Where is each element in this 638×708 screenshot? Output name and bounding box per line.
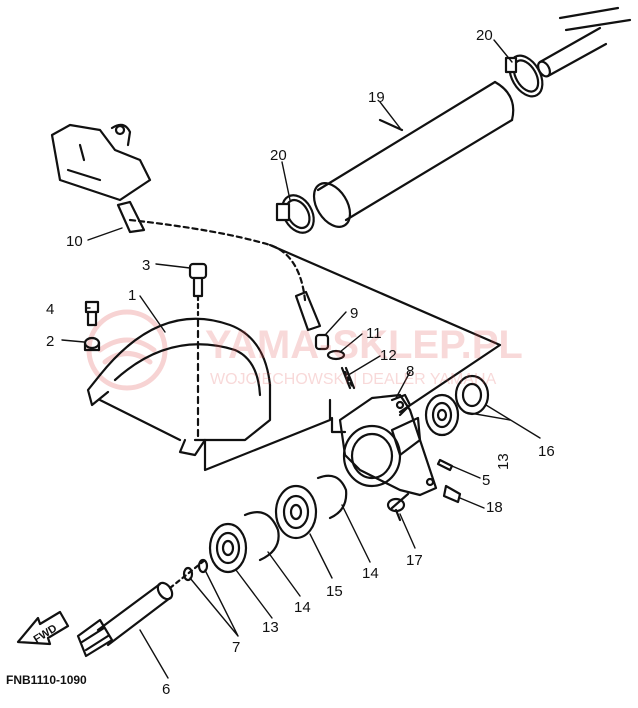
fwd-label: FWD bbox=[32, 622, 60, 645]
mount-bracket bbox=[50, 123, 152, 202]
watermark-logo bbox=[86, 309, 168, 391]
callout-6: 6 bbox=[162, 681, 170, 698]
callout-17: 17 bbox=[406, 552, 423, 569]
bearing-housing-cover bbox=[86, 317, 272, 457]
callout-20-top: 20 bbox=[476, 27, 493, 44]
leader-lines bbox=[61, 39, 541, 679]
callout-8: 8 bbox=[406, 363, 414, 380]
grease-nipple bbox=[188, 262, 208, 317]
bracket-line bbox=[203, 398, 332, 472]
callout-12: 12 bbox=[380, 347, 397, 364]
fwd-arrow-icon bbox=[16, 610, 70, 646]
callout-15: 15 bbox=[326, 583, 343, 600]
callout-5: 5 bbox=[482, 472, 490, 489]
hose-clamp-middle bbox=[275, 194, 315, 234]
hose-end bbox=[294, 290, 322, 332]
callout-2: 2 bbox=[46, 333, 54, 350]
drive-shaft-end bbox=[537, 6, 632, 78]
callout-3: 3 bbox=[142, 257, 150, 274]
hose-clamp-top bbox=[504, 54, 544, 98]
bolt-and-washer bbox=[83, 300, 101, 352]
callout-14-right: 14 bbox=[362, 565, 379, 582]
bearing-housing bbox=[330, 393, 438, 497]
cooling-hose-path bbox=[128, 218, 307, 302]
callout-7: 7 bbox=[232, 639, 240, 656]
reference-lines bbox=[268, 243, 502, 414]
circlip-left bbox=[243, 511, 280, 562]
bearing-lower bbox=[208, 522, 248, 574]
callout-10: 10 bbox=[66, 233, 83, 250]
circlip-right bbox=[316, 474, 348, 520]
watermark-sub: WOJCIECHOWSKI | DEALER YAMAHA bbox=[210, 371, 497, 388]
mounting-bolt bbox=[386, 492, 410, 522]
callout-14-left: 14 bbox=[294, 599, 311, 616]
callout-13-left: 13 bbox=[262, 619, 279, 636]
callout-16: 16 bbox=[538, 443, 555, 460]
callout-11: 11 bbox=[366, 325, 382, 342]
drive-shaft bbox=[76, 558, 207, 658]
diagram-code: FNB1110-1090 bbox=[6, 673, 87, 687]
watermark-main: YAMA-SKLEP.PL bbox=[205, 323, 523, 367]
callout-13-right: 13 bbox=[495, 453, 512, 470]
callout-4: 4 bbox=[46, 301, 54, 318]
small-fittings bbox=[314, 333, 356, 390]
o-rings bbox=[182, 558, 209, 582]
hose-joint bbox=[312, 80, 515, 228]
cooling-hose bbox=[116, 200, 146, 234]
callout-9: 9 bbox=[350, 305, 358, 322]
bearing-middle bbox=[274, 484, 318, 540]
callout-1: 1 bbox=[128, 287, 136, 304]
bearing-upper bbox=[424, 393, 460, 437]
pin-and-clip bbox=[436, 458, 462, 504]
callout-18: 18 bbox=[486, 499, 503, 516]
callout-19: 19 bbox=[368, 89, 385, 106]
callout-20-mid: 20 bbox=[270, 147, 287, 164]
